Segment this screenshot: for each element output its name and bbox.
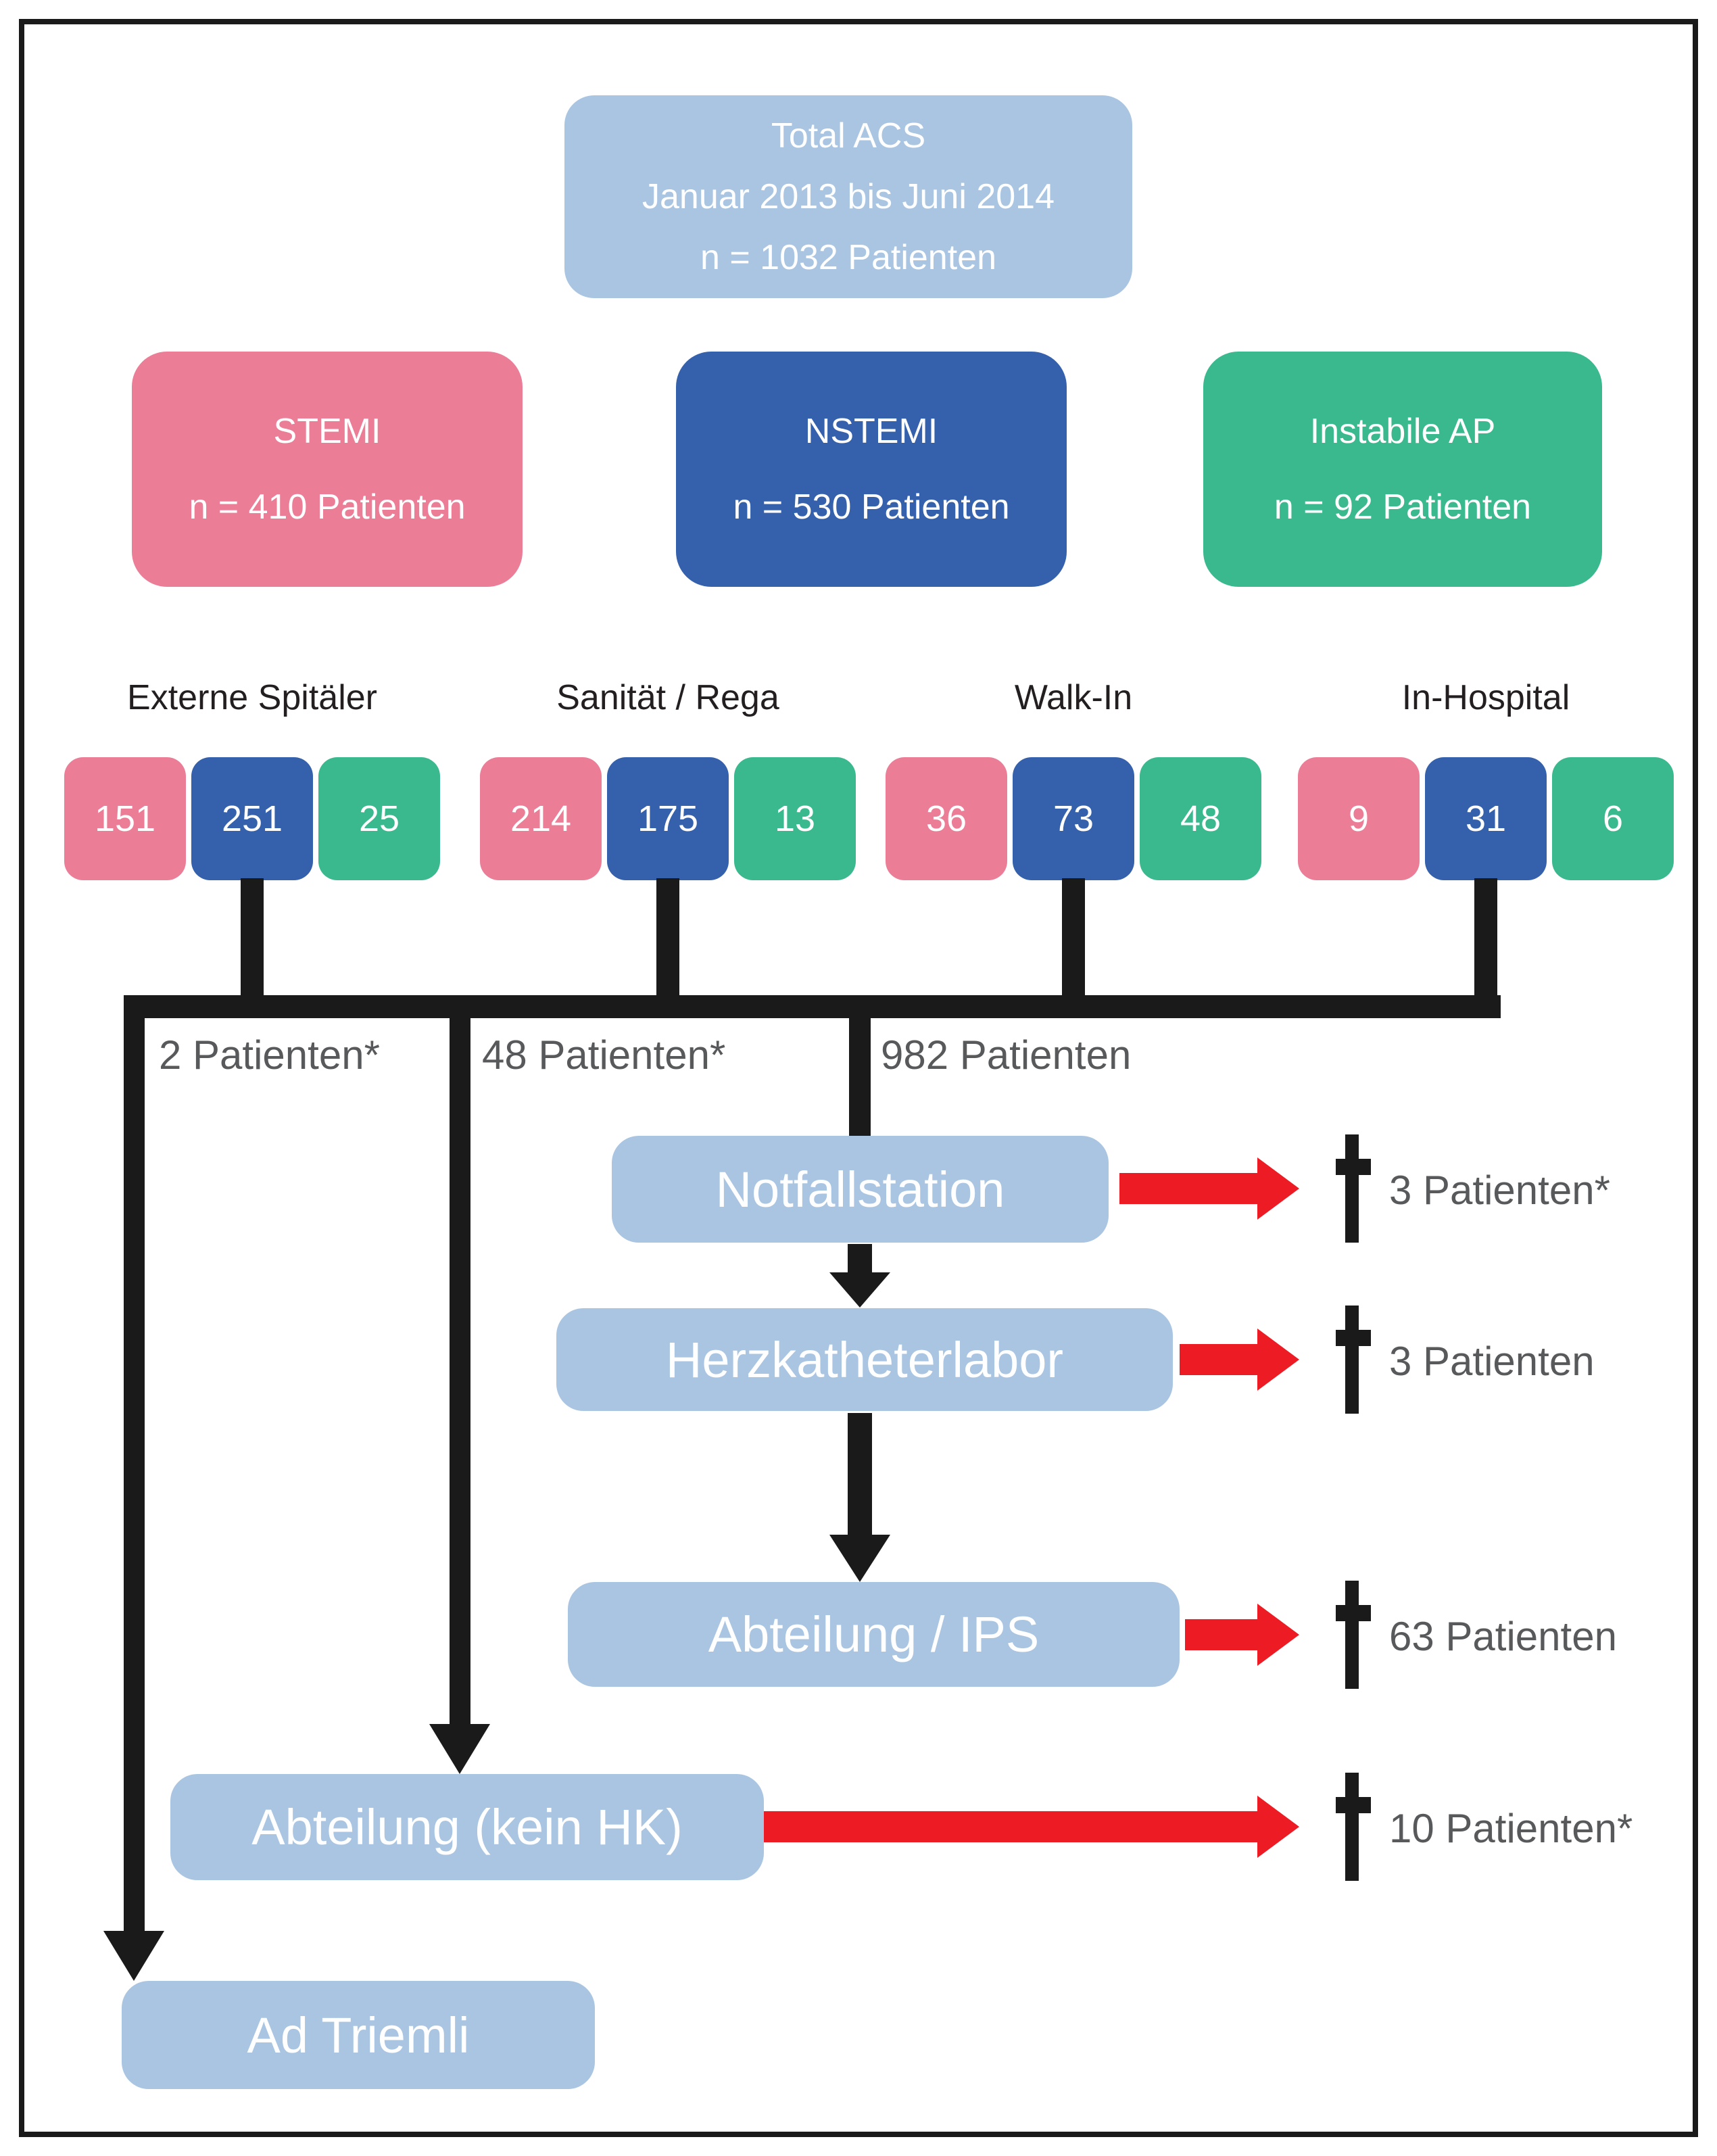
station-label: Abteilung / IPS [708,1606,1040,1662]
total-acs-n: n = 1032 Patienten [700,238,997,277]
connector-branch-ad-triemli [124,995,145,1932]
station-box-abteilung-kein-hk: Abteilung (kein HK) [170,1774,764,1880]
arrow-down-icon-herzkath [829,1272,890,1308]
value-box-nstemi: 73 [1013,757,1134,880]
value-box-instabile-ap: 48 [1140,757,1261,880]
red-arrow-right-icon [1257,1157,1299,1220]
connector-horizontal-bar [124,995,1501,1018]
arrow-herzkath-to-abteilung [848,1413,872,1536]
arrow-down-icon-ad-triemli [103,1931,164,1981]
value-box-stemi: 36 [886,757,1007,880]
connector-stub-in-hospital [1474,878,1497,998]
connector-stub-sanitaet-rega [656,878,679,998]
station-label: Ad Triemli [247,2007,470,2063]
station-box-ad-triemli: Ad Triemli [122,1981,595,2089]
value-box-nstemi: 31 [1425,757,1547,880]
total-acs-title: Total ACS [771,116,926,155]
arrow-down-icon-kein-hk [429,1724,490,1774]
source-label-externe-spitaeler: Externe Spitäler [127,678,377,717]
outer-border [19,19,1698,2137]
value-box-nstemi: 251 [191,757,313,880]
nstemi-n: n = 530 Patienten [733,487,1010,527]
total-acs-box: Total ACS Januar 2013 bis Juni 2014 n = … [564,95,1132,298]
death-label-abteilung-kein-hk: 10 Patienten* [1389,1806,1633,1851]
source-group-in-hospital: 9 31 6 [1298,757,1674,880]
connector-stub-externe-spitaeler [241,878,264,998]
death-label-abteilung-ips: 63 Patienten [1389,1614,1617,1659]
death-cross-icon [1334,1773,1372,1881]
value-box-stemi: 9 [1298,757,1420,880]
red-arrow-herzkatheterlabor [1180,1344,1259,1375]
death-cross-icon [1334,1305,1372,1414]
connector-branch-main [849,995,871,1137]
connector-branch-kein-hk [450,995,470,1725]
value-box-instabile-ap: 13 [734,757,856,880]
value-box-stemi: 214 [480,757,602,880]
death-label-notfallstation: 3 Patienten* [1389,1168,1610,1213]
station-label: Herzkatheterlabor [665,1331,1064,1388]
branch-label-2-patienten: 2 Patienten* [159,1032,380,1078]
nstemi-title: NSTEMI [804,412,938,451]
branch-label-48-patienten: 48 Patienten* [482,1032,726,1078]
station-box-abteilung-ips: Abteilung / IPS [568,1582,1180,1687]
source-label-walk-in: Walk-In [1014,678,1133,717]
arrow-notfall-to-herzkath [848,1244,872,1274]
red-arrow-notfallstation [1119,1173,1259,1204]
red-arrow-right-icon [1257,1328,1299,1391]
instabile-ap-n: n = 92 Patienten [1274,487,1532,527]
source-label-sanitaet-rega: Sanität / Rega [556,678,779,717]
station-label: Notfallstation [715,1161,1005,1218]
death-label-herzkatheterlabor: 3 Patienten [1389,1339,1595,1384]
station-label: Abteilung (kein HK) [251,1799,683,1855]
instabile-ap-title: Instabile AP [1309,412,1496,451]
station-box-herzkatheterlabor: Herzkatheterlabor [556,1308,1173,1411]
arrow-down-icon-abteilung [829,1535,890,1582]
value-box-instabile-ap: 25 [318,757,440,880]
source-group-externe-spitaeler: 151 251 25 [64,757,440,880]
value-box-instabile-ap: 6 [1552,757,1674,880]
source-label-in-hospital: In-Hospital [1401,678,1570,717]
death-cross-icon [1334,1581,1372,1689]
stemi-title: STEMI [273,412,381,451]
category-box-instabile-ap: Instabile AP n = 92 Patienten [1203,352,1602,587]
category-box-stemi: STEMI n = 410 Patienten [132,352,523,587]
connector-stub-walk-in [1062,878,1085,998]
total-acs-period: Januar 2013 bis Juni 2014 [642,177,1055,216]
station-box-notfallstation: Notfallstation [612,1136,1109,1243]
value-box-stemi: 151 [64,757,186,880]
red-arrow-abteilung-ips [1185,1619,1259,1650]
value-box-nstemi: 175 [607,757,729,880]
category-box-nstemi: NSTEMI n = 530 Patienten [676,352,1067,587]
red-arrow-right-icon [1257,1796,1299,1858]
source-group-walk-in: 36 73 48 [886,757,1261,880]
death-cross-icon [1334,1134,1372,1243]
source-group-sanitaet-rega: 214 175 13 [480,757,856,880]
stemi-n: n = 410 Patienten [189,487,466,527]
red-arrow-abteilung-kein-hk [764,1811,1259,1842]
red-arrow-right-icon [1257,1604,1299,1666]
branch-label-982-patienten: 982 Patienten [881,1032,1132,1078]
